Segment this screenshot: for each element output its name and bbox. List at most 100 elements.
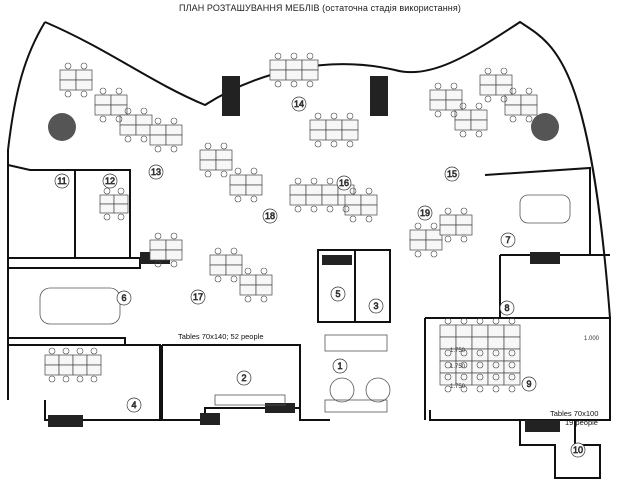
desk	[495, 84, 513, 96]
room-label-circle	[190, 289, 206, 305]
desk	[487, 348, 505, 362]
wall-left-3	[8, 344, 161, 420]
chair	[154, 232, 162, 240]
room-number: 17	[193, 292, 203, 302]
desk	[487, 360, 505, 374]
desk	[135, 124, 153, 136]
room-label-circle	[148, 164, 164, 180]
lounge-table	[365, 377, 391, 403]
room-label: 12	[102, 173, 118, 189]
room-label-circle	[54, 173, 70, 189]
desk	[209, 264, 227, 276]
chair	[430, 250, 438, 258]
chair	[170, 117, 178, 125]
chair	[460, 235, 468, 243]
chair	[306, 80, 314, 88]
chair	[250, 167, 258, 175]
desk	[301, 69, 319, 81]
chair	[349, 187, 357, 195]
chair	[444, 349, 452, 357]
column	[322, 255, 352, 265]
room-number: 4	[131, 400, 136, 410]
room-label: 13	[148, 164, 164, 180]
chair	[64, 90, 72, 98]
room-number: 5	[335, 289, 340, 299]
desk	[215, 159, 233, 171]
room-number: 18	[265, 211, 275, 221]
round-table	[48, 113, 76, 141]
chair	[444, 317, 452, 325]
desk-clusters	[44, 59, 538, 386]
desk	[199, 149, 217, 161]
room-label-circle	[102, 173, 118, 189]
column	[222, 76, 240, 116]
desk	[321, 194, 339, 206]
chair	[492, 317, 500, 325]
desk	[113, 194, 129, 205]
room-label-circle	[116, 290, 132, 306]
chair	[170, 260, 178, 268]
desk	[289, 184, 307, 196]
room-number: 3	[373, 301, 378, 311]
desk	[341, 129, 359, 141]
desk	[425, 239, 443, 251]
chair	[76, 375, 84, 383]
desk	[429, 99, 447, 111]
chair	[414, 222, 422, 230]
desk	[445, 99, 463, 111]
chair	[508, 349, 516, 357]
lounge-table	[329, 377, 355, 403]
desk	[495, 74, 513, 86]
chair	[314, 112, 322, 120]
room-label-circle	[570, 442, 586, 458]
chair	[234, 195, 242, 203]
chair	[214, 247, 222, 255]
chair	[99, 115, 107, 123]
desk	[504, 94, 522, 106]
room-label-circle	[368, 298, 384, 314]
room-number: 7	[505, 235, 510, 245]
walls	[7, 20, 611, 479]
desk	[503, 336, 521, 350]
room-label: 6	[116, 290, 132, 306]
chair	[508, 373, 516, 381]
chair	[460, 317, 468, 325]
chair	[170, 145, 178, 153]
chair	[103, 213, 111, 221]
desk	[487, 372, 505, 386]
core-2	[162, 344, 301, 408]
desk	[245, 184, 263, 196]
room-label-circle	[236, 370, 252, 386]
counter	[214, 394, 286, 406]
chair	[244, 295, 252, 303]
desk	[149, 239, 167, 251]
chair	[80, 62, 88, 70]
wall-left-2	[8, 257, 141, 269]
desk	[289, 194, 307, 206]
chair	[220, 142, 228, 150]
chair	[204, 142, 212, 150]
desk	[503, 372, 521, 386]
chair	[476, 373, 484, 381]
outer-wall	[7, 20, 611, 479]
desk	[503, 360, 521, 374]
room-label: 9	[521, 376, 537, 392]
desk	[165, 239, 183, 251]
chair	[306, 52, 314, 60]
desk	[58, 354, 74, 366]
desk	[75, 69, 93, 81]
desk	[44, 364, 60, 376]
room-label: 11	[54, 173, 70, 189]
chair	[314, 140, 322, 148]
chair	[99, 87, 107, 95]
chair	[492, 349, 500, 357]
chair	[525, 115, 533, 123]
chair	[414, 250, 422, 258]
desk	[215, 149, 233, 161]
room-label: 5	[330, 286, 346, 302]
chair	[484, 95, 492, 103]
chair	[434, 110, 442, 118]
notes: Tables 70x140; 52 people Tables 70x100 1…	[178, 332, 600, 427]
chair	[140, 107, 148, 115]
chair	[450, 82, 458, 90]
